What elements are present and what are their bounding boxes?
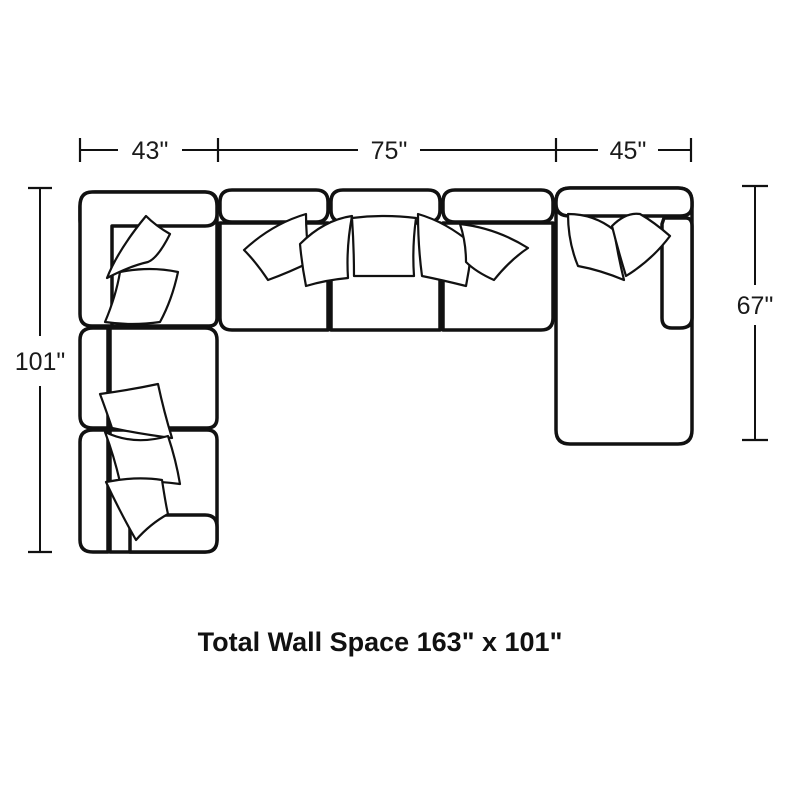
pillow-icon	[104, 477, 170, 542]
pillow-icon	[105, 214, 172, 280]
pillow-icon	[416, 212, 474, 288]
top-dimension-line	[78, 138, 693, 162]
pillow-icon	[103, 430, 182, 486]
pillow-icon	[350, 214, 418, 278]
right-dimension-line	[742, 184, 768, 442]
dimension-label-75: 75"	[371, 137, 408, 165]
right-chaise-section	[554, 186, 694, 446]
dimension-label-43: 43"	[132, 137, 169, 165]
pillow-icon	[458, 222, 530, 282]
pillow-icon	[566, 212, 626, 282]
dimension-label-67: 67"	[737, 292, 774, 320]
pillow-icon	[98, 382, 174, 440]
left-dimension-line	[28, 186, 52, 554]
pillow-icon	[298, 214, 354, 288]
pillow-icon	[103, 267, 180, 326]
dimension-label-101: 101"	[15, 348, 66, 376]
pillow-icon	[610, 212, 672, 278]
dimension-label-45: 45"	[610, 137, 647, 165]
total-wall-space-label: Total Wall Space 163" x 101"	[198, 627, 563, 657]
